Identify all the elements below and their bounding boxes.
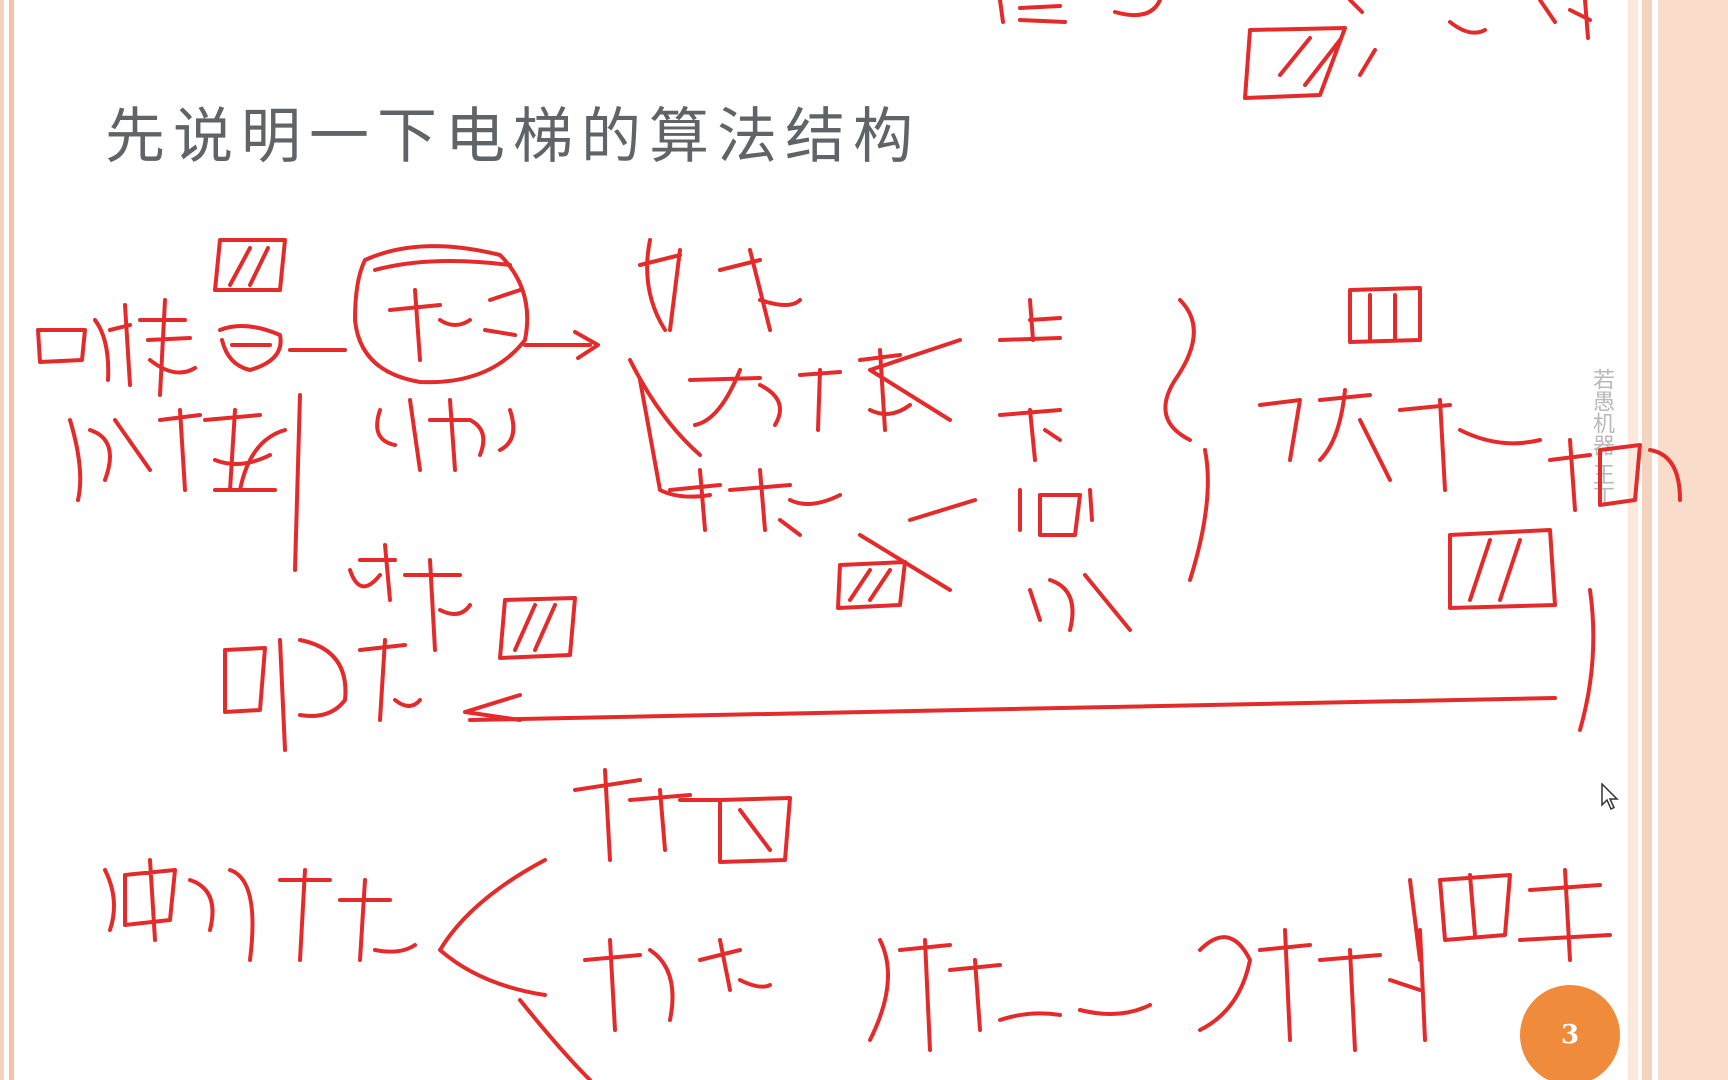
ink-circle-text [388,288,522,362]
ink-call-elevator [36,298,197,397]
ink-speed [668,468,842,537]
slide-title: 先说明一下电梯的算法结构 [105,102,921,172]
ink-group-brace [438,858,592,1080]
ink-circle [353,244,530,385]
ink-accel [1018,488,1094,537]
ink-distribute [1198,928,1427,1052]
ink-together [868,938,1152,1052]
ink-cancel-box [498,596,577,660]
ink-box-top-left [213,238,287,292]
ink-arrow-left [463,693,1557,722]
ink-direction [688,348,912,432]
mouse-pointer-icon [1601,783,1619,811]
slide-left-border [0,0,18,1080]
ink-top-box [1243,26,1377,100]
ink-box-speed [836,560,907,610]
ink-rotate [573,768,792,864]
ink-cluster [583,938,772,1032]
ink-communicate [1408,868,1612,962]
ink-decel [1028,573,1132,632]
ink-top-stroke [998,0,1592,40]
ink-down [998,408,1062,462]
ink-drive-box [1348,286,1422,344]
slide-right-border [1628,0,1728,1080]
ink-cancel-label [348,543,472,652]
ink-right-bracket [1578,588,1596,732]
ink-bracket-mid [638,238,802,332]
ink-vertical-line-1 [293,393,302,572]
ink-passenger [68,408,287,502]
ink-sub-label [375,398,516,472]
ink-elevator-group [103,858,417,962]
ink-switch-label [1548,438,1682,512]
ink-bracket-left [628,358,712,499]
ink-cancel-verb [223,638,422,752]
ink-up [998,298,1062,342]
ink-call-signal [218,324,347,372]
ink-arrow-fork [858,338,977,592]
ink-right-box [1448,528,1557,610]
ink-big-brace [1163,298,1210,582]
ink-arrow-right-1 [523,330,600,360]
ink-drive-label [1258,388,1542,492]
page-number-badge: 3 [1520,985,1620,1080]
